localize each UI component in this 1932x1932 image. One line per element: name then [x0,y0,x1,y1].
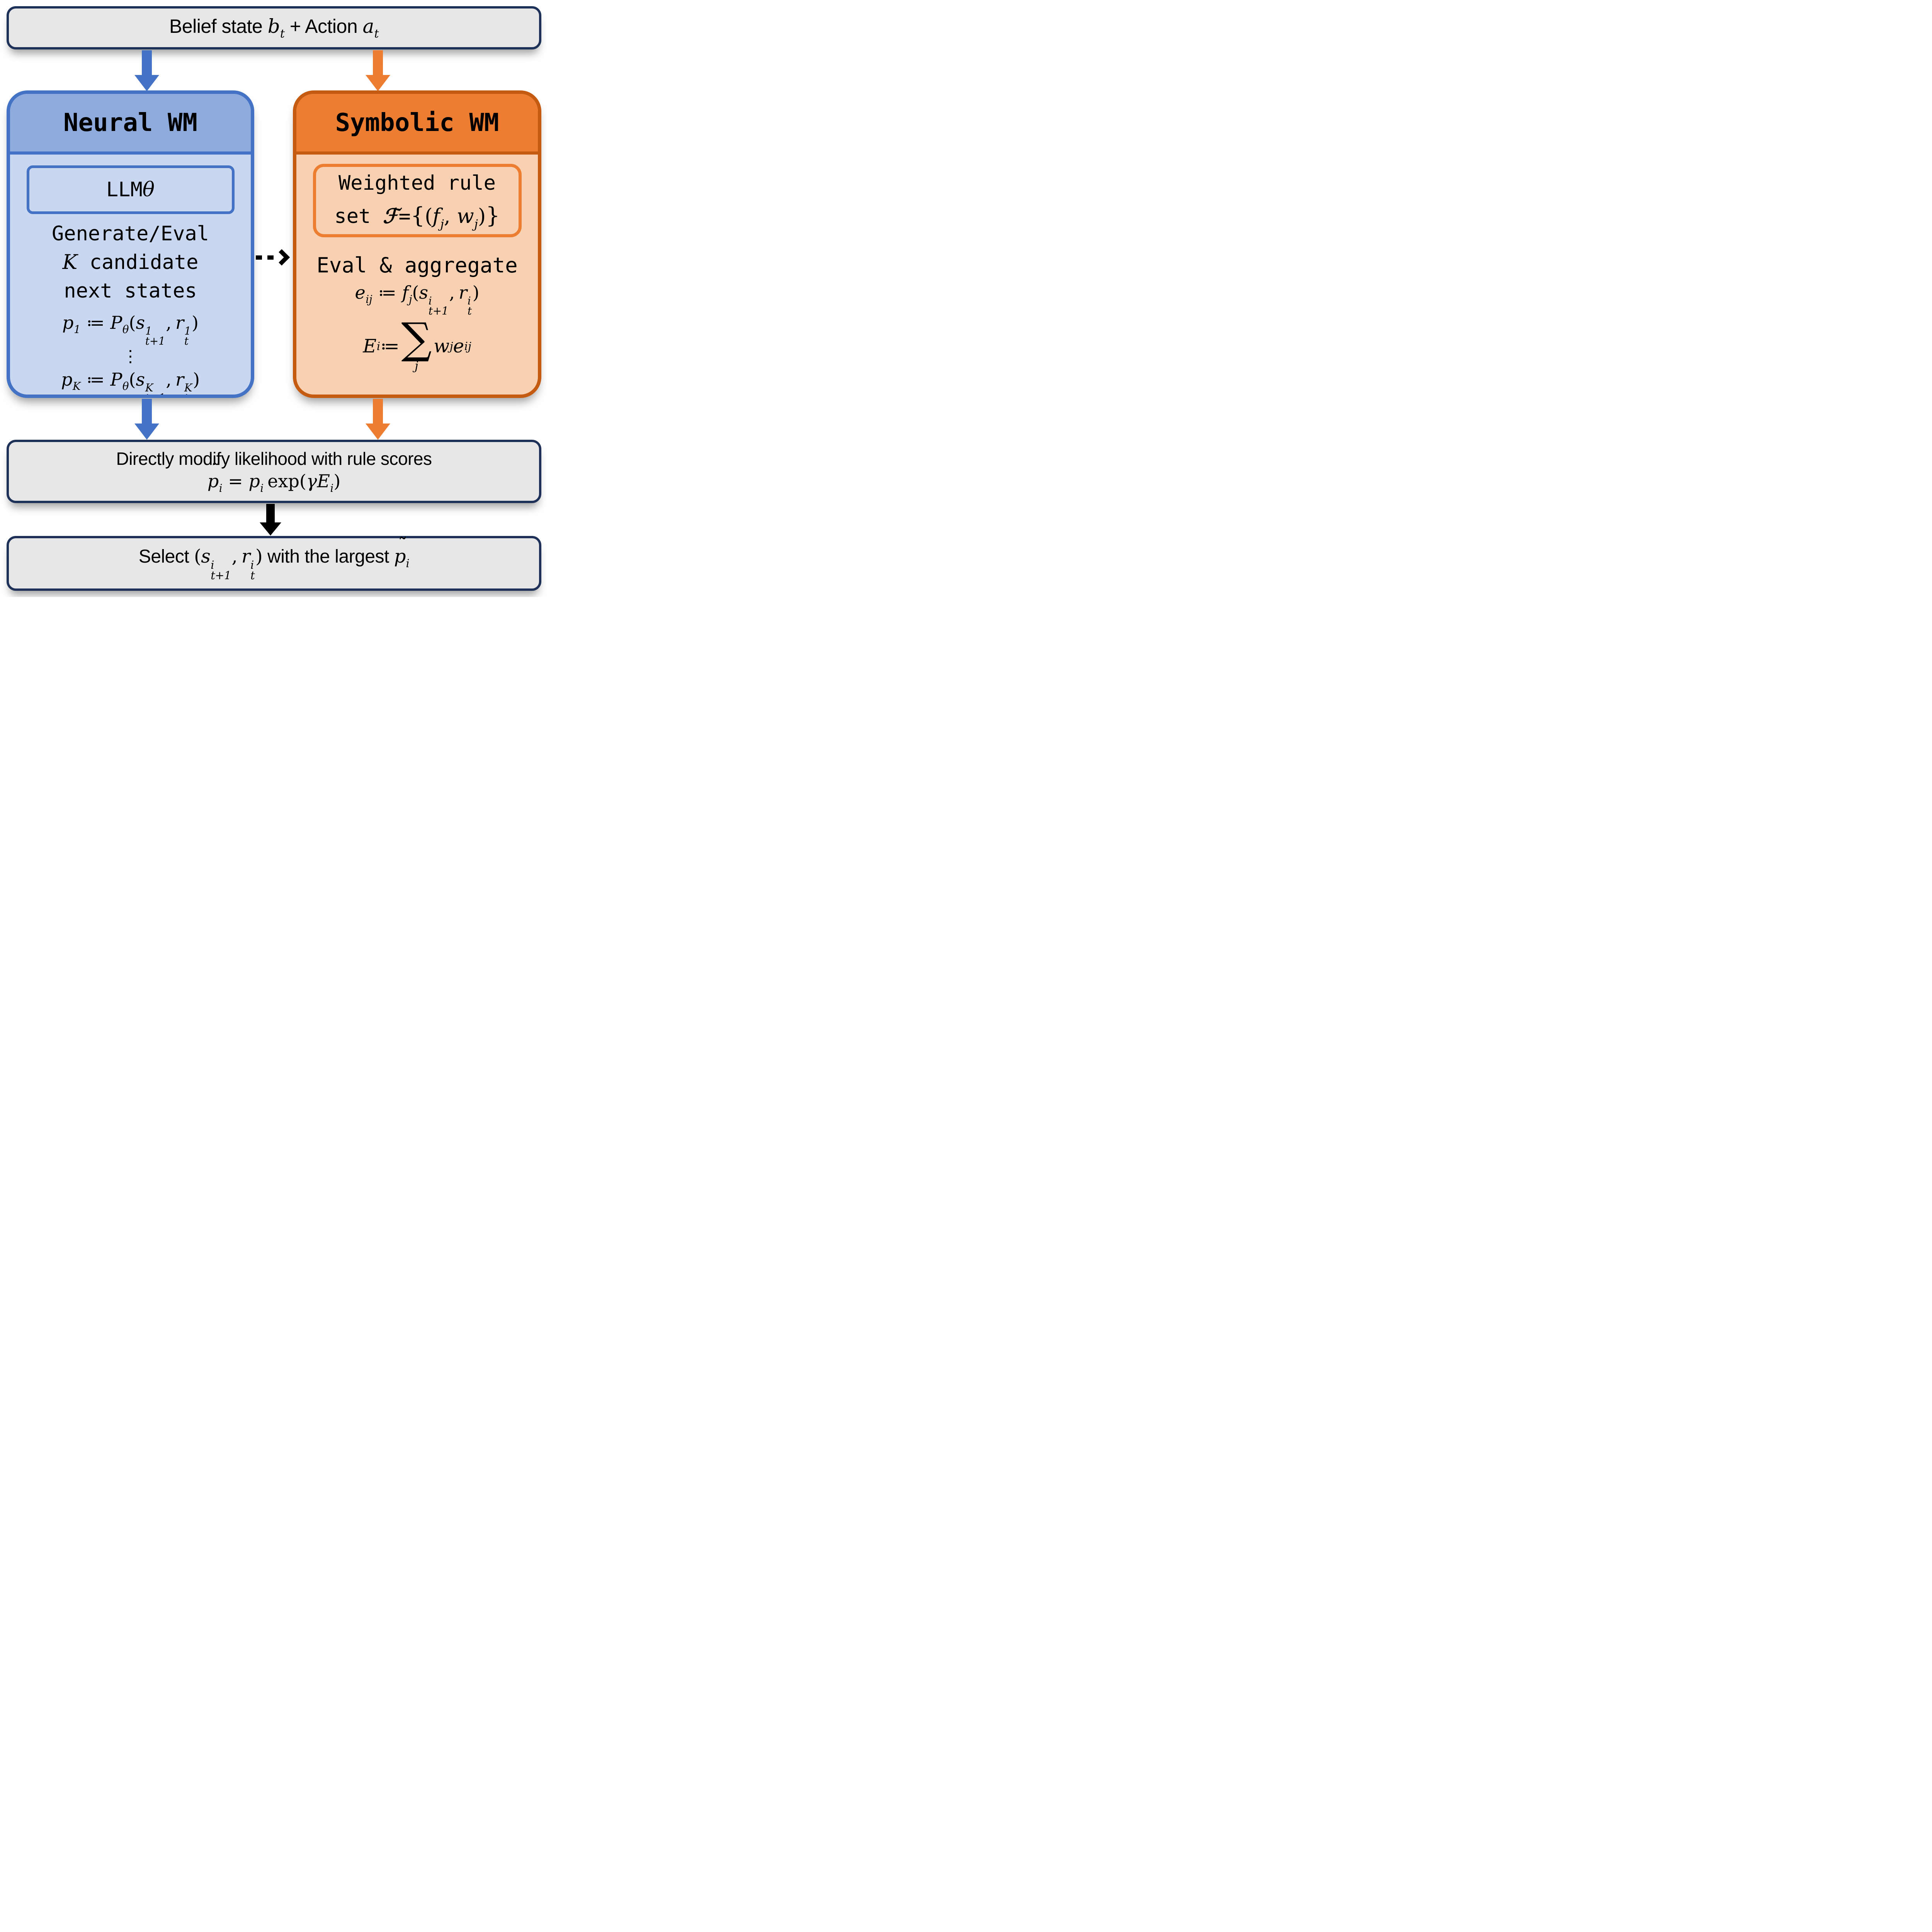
symbolic-wm-title: Symbolic WM [335,108,499,137]
belief-action-box: Belief state bt + Action at [7,6,541,49]
neural-wm-body: LLM θ Generate/Eval K candidate next sta… [10,155,251,398]
modify-likelihood-text: Directly modify likelihood with rule sco… [116,449,432,469]
neural-wm-title: Neural WM [63,108,197,137]
next-states-line: next states [64,279,197,303]
rule-line-2: set ℱ={(fj, wj)} [334,203,500,231]
k-candidate-line: K candidate [62,251,199,274]
generate-eval-line: Generate/Eval [52,222,209,245]
flowchart-canvas: Belief state bt + Action at Neural WM LL… [0,0,548,597]
belief-action-text: Belief state bt + Action at [169,15,379,41]
symbolic-wm-box: Symbolic WM Weighted rule set ℱ={(fj, wj… [293,90,541,398]
neural-wm-header: Neural WM [10,94,251,155]
eval-aggregate-line: Eval & aggregate [316,253,518,277]
rule-line-1: Weighted rule [338,171,496,195]
symbolic-wm-header: Symbolic WM [296,94,538,155]
symbolic-wm-body: Weighted rule set ℱ={(fj, wj)} Eval & ag… [296,155,538,395]
neural-wm-box: Neural WM LLM θ Generate/Eval K candidat… [7,90,254,398]
modify-likelihood-box: Directly modify likelihood with rule sco… [7,440,541,503]
weighted-rule-set-box: Weighted rule set ℱ={(fj, wj)} [313,164,522,237]
dashed-connector-line [256,255,278,260]
sigma-sum-icon: ∑j [401,314,432,373]
dashed-arrowhead-icon [273,249,290,266]
llm-box: LLM θ [26,165,235,214]
vdots: ⋮ [122,346,139,366]
